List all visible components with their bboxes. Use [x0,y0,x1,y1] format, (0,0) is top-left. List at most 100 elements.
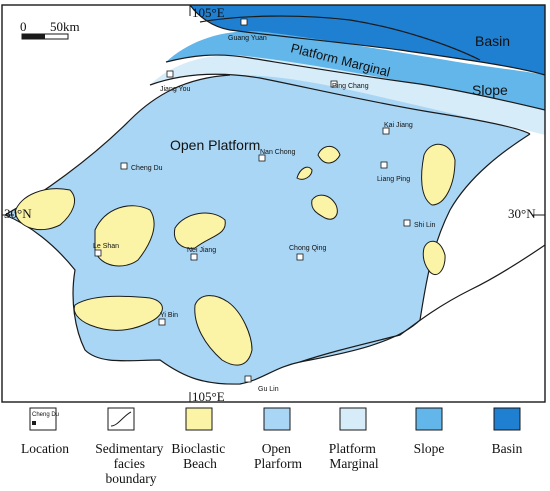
legend-swatch-platform-marginal [339,407,367,431]
location-cheng-du: Cheng Du [120,162,163,172]
legend-label-line: facies [114,456,145,471]
scale-bar-fill [22,34,45,39]
legend-label-line: boundary [106,471,157,486]
location-marker-icon [382,127,390,135]
location-marker-icon [166,70,174,78]
location-marker-icon [190,253,198,261]
graticule-ticks [2,5,545,402]
location-marker-icon [240,18,248,26]
legend-label-line: Open [262,441,291,456]
legend-swatch-bioclastic-beach [185,407,213,431]
legend-swatch-boundary [107,407,135,431]
legend-swatch-slope [415,407,443,431]
location-marker-icon [380,161,388,169]
beach-south [194,295,253,366]
legend-label-line: Basin [492,441,523,456]
location-label: Cheng Du [131,165,163,172]
location-gu-lin: Gu Lin [244,375,279,393]
location-label: Chong Qing [289,245,326,252]
location-marker-icon [403,219,411,227]
legend-label-line: Sedimentary [95,441,163,456]
location-liang-ping: Liang Ping [377,161,410,183]
longitude-bottom-label: 105°E [192,389,225,404]
legend-location-marker-icon [32,421,36,425]
location-marker-icon [330,80,338,88]
longitude-top-label: 105°E [192,5,225,20]
location-label: Ping Chang [332,83,369,90]
legend-swatch-basin [493,407,521,431]
beach-center [311,194,338,220]
basin-slope-boundary [189,4,546,76]
location-nan-chong: Nan Chong [258,149,296,162]
marginal-platform-boundary [149,73,531,135]
legend-item-location: Cheng Du [29,407,59,431]
location-label: Jiang You [160,86,190,93]
location-chong-qing: Chong Qing [289,245,326,261]
legend-item-boundary [107,407,135,431]
zone-label-open-platform: Open Platform [170,137,260,153]
location-marker-icon [244,375,252,383]
beach-east [421,143,456,206]
legend-label-line: Bioclastic [171,441,225,456]
beach-yibin [73,295,163,331]
location-label: Yi Bin [160,312,178,319]
facies-boundaries [4,4,546,385]
location-label: Kai Jiang [384,122,413,129]
legend-label-line: Plarform [254,456,302,471]
scale-bar: 0 50km [20,19,80,40]
beach-small-1 [296,166,313,180]
beach-neijiang [173,212,226,249]
location-kai-jiang: Kai Jiang [382,122,413,135]
map-legend: Cheng Du Location Sedimentary facies bou… [21,407,523,486]
beach-southeast [422,240,446,276]
location-marker-icon [94,249,102,257]
legend-label-slope: Slope [414,441,445,456]
legend-boundary-line-icon [110,411,132,427]
legend-label-line: Slope [414,441,445,456]
location-le-shan: Le Shan [93,243,119,257]
map-frame [1,4,546,403]
scale-bar-zero: 0 [20,19,27,34]
legend-location-sample: Cheng Du [32,412,59,418]
location-marker-icon [120,162,128,170]
location-marker-icon [258,154,266,162]
latitude-left-label: 30°N [4,206,32,221]
location-jiang-you: Jiang You [160,70,190,93]
location-label: Guang Yuan [228,35,267,42]
location-label: Nei Jiang [187,247,216,254]
legend-label-line: Beach [183,456,217,471]
zone-label-basin: Basin [475,33,510,49]
location-nei-jiang: Nei Jiang [187,247,216,261]
location-label: Nan Chong [260,149,296,156]
legend-label-basin: Basin [492,441,523,456]
slope-marginal-boundary [165,54,546,111]
beach-west [14,188,75,230]
location-label: Gu Lin [258,386,279,393]
basin-zone [190,5,545,75]
location-guang-yuan: Guang Yuan [228,18,267,42]
slope-zone [166,31,545,111]
bioclastic-beaches [14,143,456,366]
location-marker-icon [158,318,166,326]
beach-leshan [94,205,155,267]
scale-bar-distance: 50km [50,19,80,34]
legend-label-line: Platform [329,441,377,456]
location-shi-lin: Shi Lin [403,219,436,229]
legend-swatch-open-platform [263,407,291,431]
legend-label-bioclastic-beach: Bioclastic Beach [171,441,228,471]
beach-small-2 [317,145,341,164]
inner-slope-line [199,15,481,61]
location-label: Liang Ping [377,176,410,183]
zone-label-slope: Slope [472,82,508,98]
legend-label-location: Location [21,441,69,456]
legend-label-open-platform: Open Plarform [254,441,302,471]
legend-swatch-location [29,407,57,431]
legend-label-platform-marginal: Platform Marginal [329,441,380,471]
location-label: Le Shan [93,243,119,250]
southern-slope-line [299,244,546,363]
location-label: Shi Lin [414,222,436,229]
legend-label-line: Location [21,441,69,456]
legend-label-boundary: Sedimentary facies boundary [95,441,167,486]
